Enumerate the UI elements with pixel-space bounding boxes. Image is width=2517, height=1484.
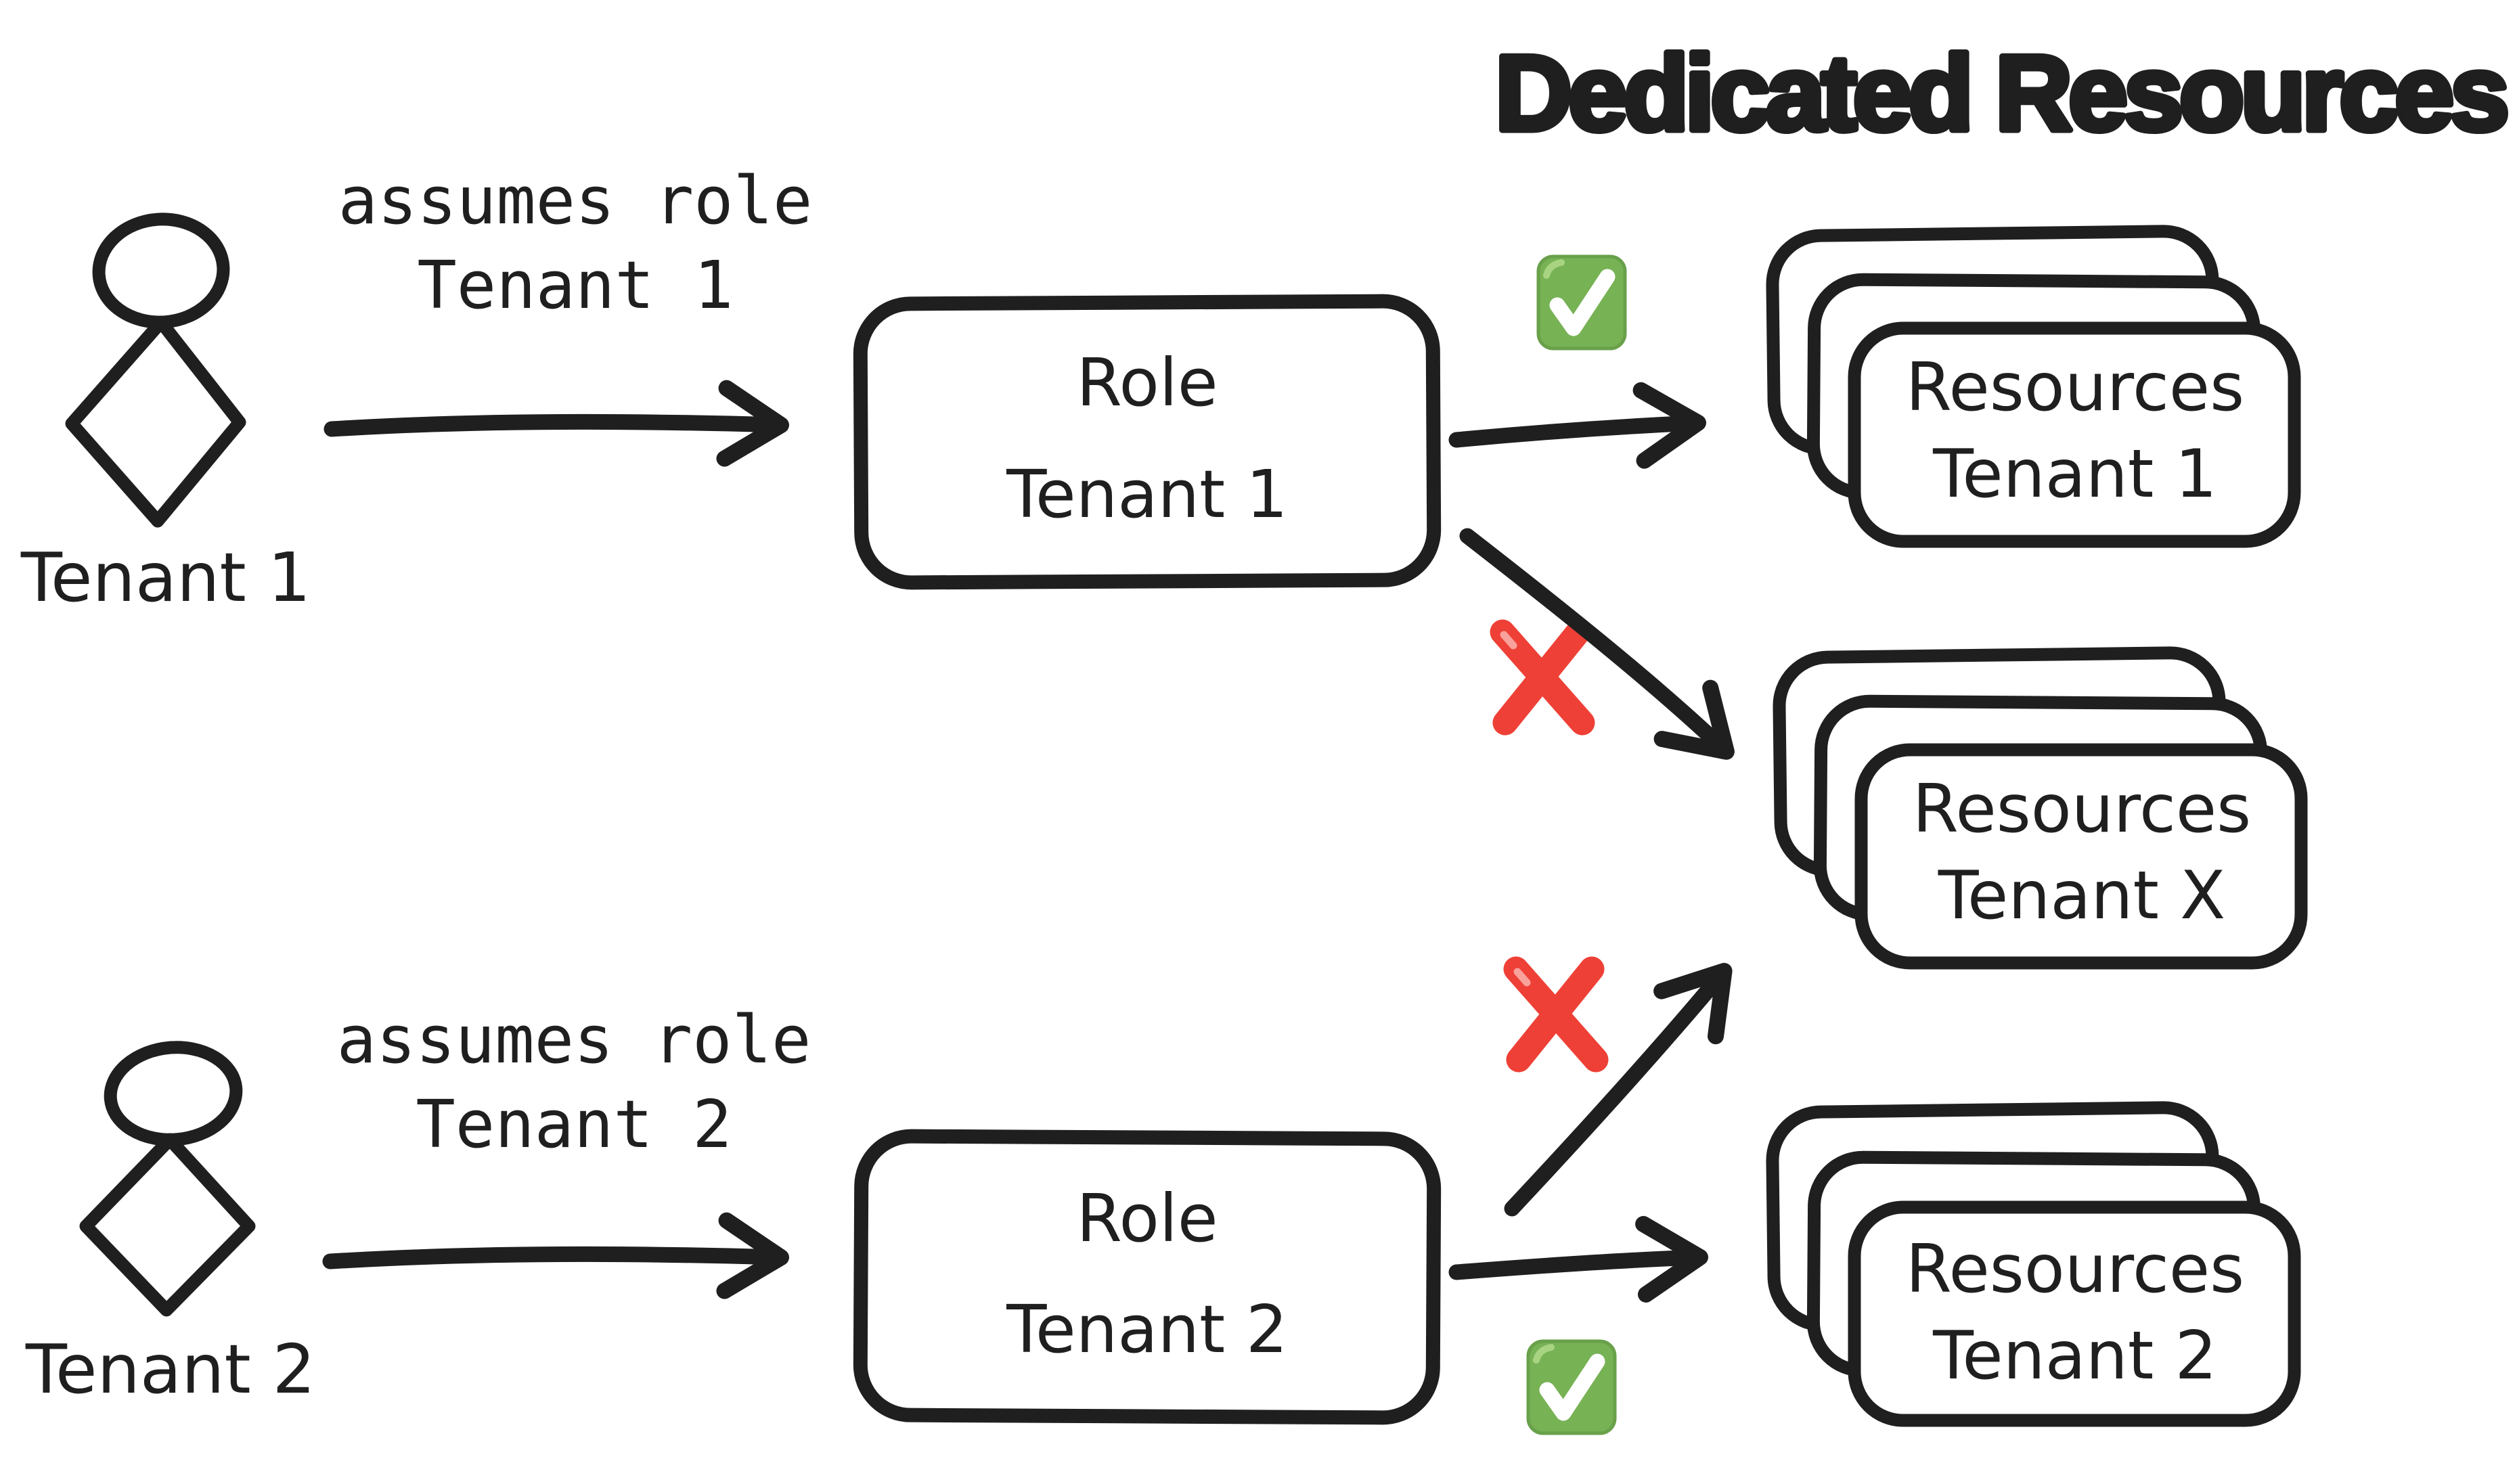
tenant2-assumes-caption-line1: assumes role: [337, 1002, 811, 1078]
tenant2-assumes-caption: assumes role Tenant 2: [337, 1002, 811, 1163]
resources-tenant1-line2: Tenant 1: [1932, 436, 2217, 513]
role-tenant2-box: Role Tenant 2: [853, 1129, 1442, 1425]
tenant1-actor-label: Tenant 1: [20, 538, 311, 617]
role-tenant1-line2: Tenant 1: [1006, 456, 1287, 533]
allowed-check-icon-tenant2: [1526, 1339, 1617, 1435]
tenant2-actor: Tenant 2: [25, 1041, 315, 1409]
resources-tenant1-stack: Resources Tenant 1: [1766, 225, 2301, 548]
arrow-tenant1-to-role1-icon: [324, 380, 789, 467]
arrow-role1-to-resources1-icon: [1448, 382, 1706, 469]
arrow-role1-to-resourcesX-icon: [1459, 528, 1735, 760]
role-tenant2-line1: Role: [1076, 1180, 1218, 1257]
denied-cross-icon-tenant1: [1490, 619, 1595, 736]
tenant2-actor-label: Tenant 2: [25, 1330, 315, 1409]
resources-tenantX-stack: Resources Tenant X: [1773, 646, 2308, 970]
resources-tenantX-line2: Tenant X: [1938, 857, 2226, 935]
arrow-tenant2-to-role2-icon: [322, 1212, 789, 1299]
stack-card-front: [1854, 743, 2308, 970]
tenant1-assumes-caption: assumes role Tenant 1: [338, 162, 813, 323]
stack-card-front: [1848, 1200, 2301, 1427]
person-icon: [79, 1041, 256, 1317]
arrow-role2-to-resources2-icon: [1448, 1215, 1708, 1303]
tenant1-actor: Tenant 1: [20, 212, 311, 617]
resources-tenantX-line1: Resources: [1913, 771, 2251, 848]
tenant1-assumes-caption-line2: Tenant 1: [417, 247, 733, 323]
role-tenant2-line2: Tenant 2: [1006, 1291, 1287, 1368]
resources-tenant2-line1: Resources: [1906, 1231, 2244, 1308]
role-tenant1-line1: Role: [1076, 344, 1218, 421]
resources-tenant2-line2: Tenant 2: [1932, 1318, 2217, 1395]
arrow-role2-to-resourcesX-icon: [1504, 962, 1733, 1217]
allowed-check-icon-tenant1: [1536, 254, 1627, 351]
denied-cross-icon-tenant2: [1503, 956, 1609, 1073]
tenant1-assumes-caption-line1: assumes role: [338, 162, 813, 239]
person-icon: [65, 212, 246, 528]
page-title: Dedicated Resources: [1495, 34, 2505, 153]
tenant2-assumes-caption-line2: Tenant 2: [416, 1086, 732, 1163]
stack-card-front: [1848, 321, 2301, 548]
resources-tenant2-stack: Resources Tenant 2: [1766, 1101, 2301, 1427]
role-tenant1-box: Role Tenant 1: [853, 294, 1442, 590]
resources-tenant1-line1: Resources: [1906, 349, 2244, 426]
